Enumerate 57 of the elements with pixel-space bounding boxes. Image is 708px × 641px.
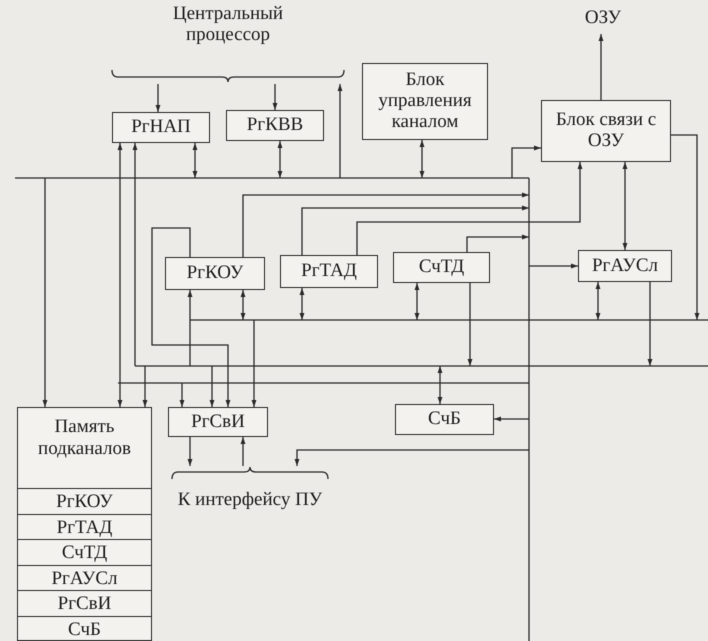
connector-arrow	[468, 283, 472, 366]
connector-arrow	[356, 162, 582, 255]
connector-arrow	[420, 140, 424, 178]
table-row: РгТАД	[18, 514, 151, 540]
connector-arrow	[648, 282, 652, 366]
table-header: Память подканалов	[37, 416, 132, 460]
connector-arrow	[210, 366, 214, 407]
register-box: РгКВВ	[226, 110, 324, 141]
connector-arrow	[42, 178, 48, 407]
register-box: РгСвИ	[168, 407, 268, 437]
connector-arrow	[529, 264, 578, 268]
register-box: СчБ	[395, 404, 494, 435]
connector-arrow	[671, 134, 700, 320]
connector-arrow	[242, 192, 529, 257]
register-box: РгКОУ	[165, 257, 265, 290]
interface-label: К интерфейсу ПУ	[176, 490, 324, 511]
connector-arrow	[596, 282, 600, 320]
connector-arrow	[188, 437, 192, 466]
connector-arrow	[180, 383, 184, 407]
connector-arrow	[301, 206, 529, 255]
heading-label: Центральный процессор	[172, 4, 284, 46]
connector-arrow	[438, 366, 442, 404]
table-row: СчБ	[18, 616, 151, 641]
memory-label: ОЗУ	[584, 8, 622, 29]
register-box: РгАУСл	[578, 250, 672, 282]
register-box: Блок управления каналом	[362, 63, 488, 140]
connector-arrow	[598, 34, 604, 100]
connector-arrow	[142, 366, 148, 407]
connector-arrow	[118, 143, 122, 383]
connector-arrow	[622, 162, 628, 250]
connector-arrow	[192, 143, 198, 178]
connector-arrow	[414, 283, 420, 320]
connector-arrow	[466, 234, 529, 252]
connector-arrow	[240, 437, 246, 466]
memory-table	[17, 407, 152, 641]
connector-arrow	[188, 290, 192, 366]
connector-arrow	[300, 288, 304, 320]
register-box: Блок связи с ОЗУ	[541, 100, 671, 162]
connector-arrow	[338, 84, 342, 178]
connector-arrow	[252, 320, 256, 407]
connector-arrow	[294, 449, 529, 466]
table-row: РгАУСл	[18, 565, 151, 591]
connector-arrow	[511, 146, 541, 178]
table-row: РгКОУ	[18, 488, 151, 514]
table-row: РгСвИ	[18, 590, 151, 616]
register-box: СчТД	[393, 252, 490, 283]
connector-arrow	[278, 141, 282, 178]
connector-arrow	[494, 416, 529, 422]
register-box: РгТАД	[280, 255, 378, 288]
connector-arrow	[240, 290, 246, 320]
connector-arrow	[132, 143, 138, 366]
register-box: РгНАП	[112, 112, 210, 143]
table-row: СчТД	[18, 539, 151, 565]
connector-arrow	[118, 383, 122, 407]
connector-arrow	[151, 227, 230, 407]
connector-arrow	[156, 84, 160, 112]
connector-arrow	[272, 84, 278, 110]
